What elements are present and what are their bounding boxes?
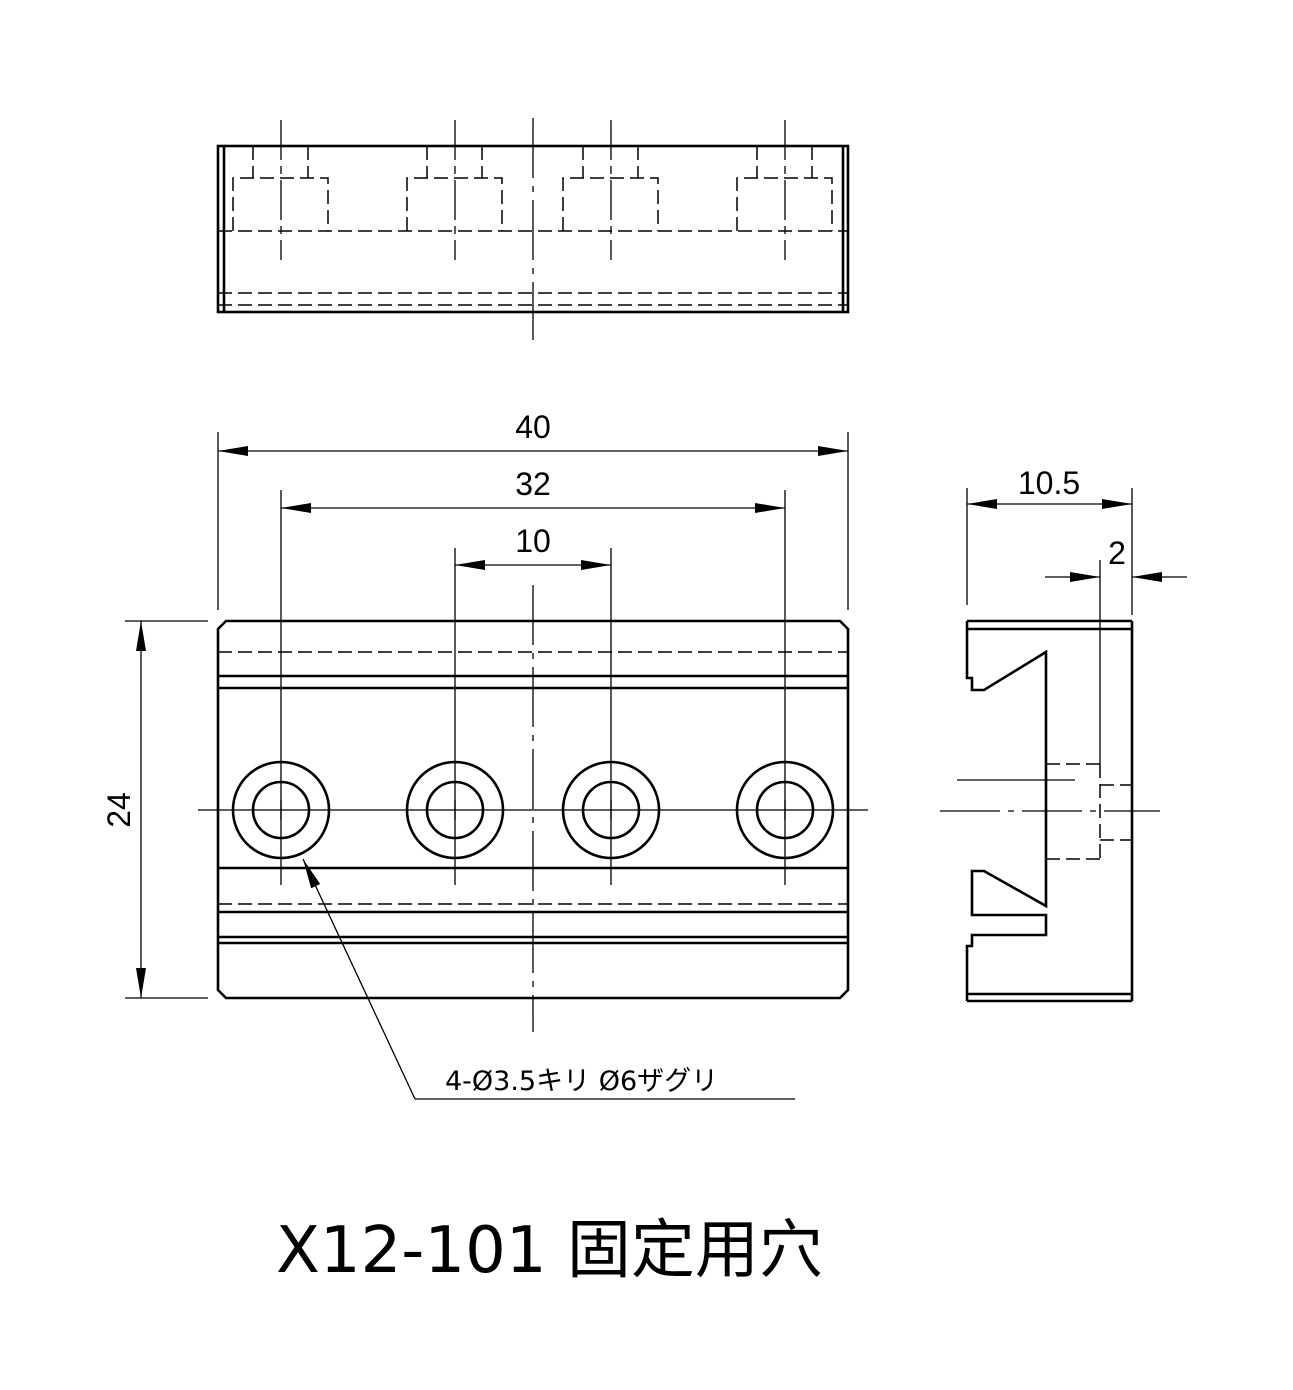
- dim-height: 24: [101, 792, 137, 828]
- hidden-pocket: [232, 120, 329, 260]
- dim-hole-span-outer: 32: [515, 466, 551, 502]
- dimensions: 40 32 10 24 10.5 2: [101, 409, 1187, 999]
- hidden-pocket: [562, 120, 659, 260]
- side-view: [940, 619, 1160, 1003]
- hidden-pocket: [406, 120, 503, 260]
- dim-overall-length: 40: [515, 409, 551, 445]
- hole-callout: 4-Ø3.5キリ Ø6ザグリ: [302, 858, 795, 1100]
- dim-hole-span-inner: 10: [515, 523, 551, 559]
- front-view: [198, 585, 868, 1032]
- dim-step: 2: [1108, 535, 1126, 571]
- hole-note: 4-Ø3.5キリ Ø6ザグリ: [445, 1066, 718, 1097]
- dim-depth: 10.5: [1018, 465, 1080, 501]
- top-view: [216, 118, 850, 340]
- drawing-title: X12-101 固定用穴: [276, 1214, 823, 1288]
- hidden-pocket: [736, 120, 833, 260]
